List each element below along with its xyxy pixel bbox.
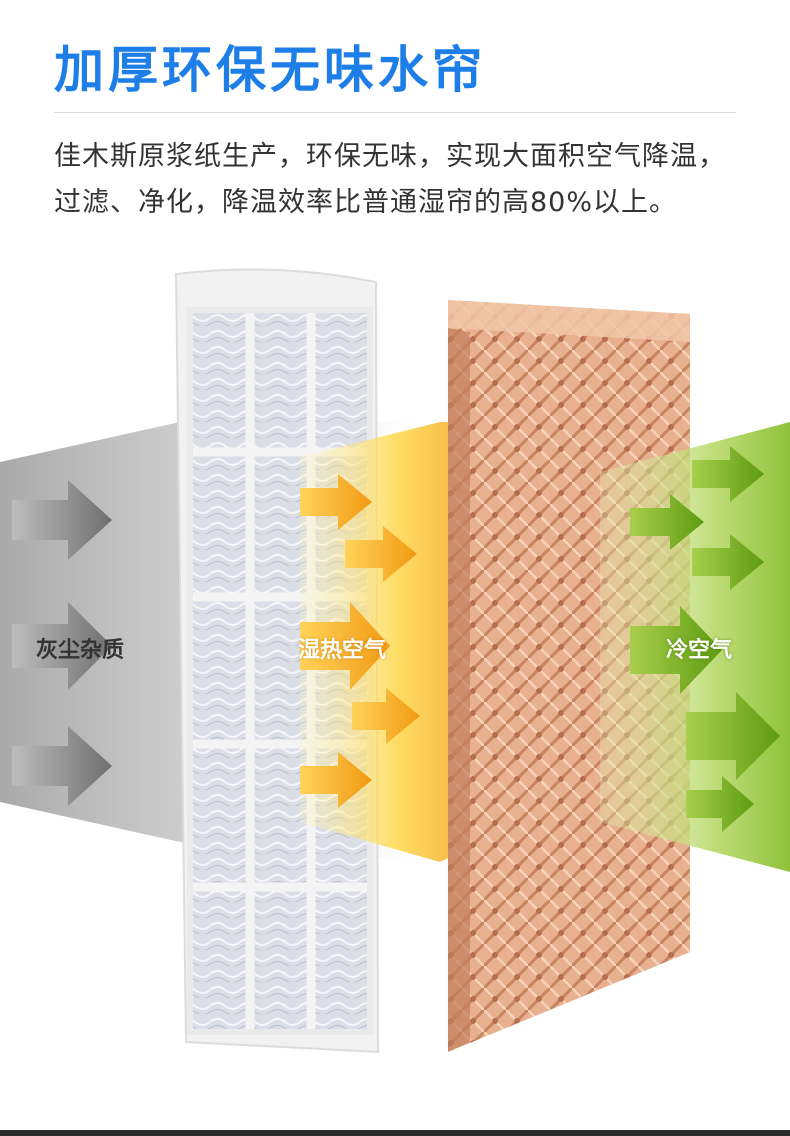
description-line-2: 过滤、净化，降温效率比普通湿帘的高80%以上。 bbox=[54, 187, 678, 218]
cold-air-arrow-icon-4 bbox=[630, 606, 722, 694]
description-line-1: 佳木斯原浆纸生产，环保无味，实现大面积空气降温， bbox=[54, 141, 726, 172]
hot-air-label: 湿热空气 bbox=[298, 638, 387, 663]
page-title: 加厚环保无味水帘 bbox=[54, 41, 486, 99]
hot-air-arrow-icon-1 bbox=[300, 474, 372, 530]
dust-arrow-icon-1 bbox=[12, 480, 112, 560]
cold-air-arrow-icon-3 bbox=[692, 534, 764, 590]
bottom-edge-bar bbox=[0, 1130, 790, 1136]
cold-air-arrow-icon-5 bbox=[686, 692, 780, 780]
airflow-illustration: 灰尘杂质 湿热空气 冷空气 bbox=[0, 262, 790, 1136]
cold-air-arrow-icon-6 bbox=[686, 776, 754, 832]
hot-air-arrow-icon-2 bbox=[345, 526, 417, 582]
cold-air-label: 冷空气 bbox=[666, 638, 733, 663]
cold-air-arrow-icon-2 bbox=[630, 494, 704, 550]
dust-label: 灰尘杂质 bbox=[36, 638, 125, 663]
hot-air-arrow-icon-4 bbox=[352, 688, 420, 744]
hot-air-arrow-icon-5 bbox=[300, 752, 372, 808]
dust-arrow-icon-2 bbox=[12, 602, 112, 690]
dust-arrow-icon-3 bbox=[12, 726, 112, 806]
hot-air-arrow-icon-3 bbox=[300, 602, 390, 690]
title-divider bbox=[54, 112, 736, 113]
airflow-diagram bbox=[0, 268, 790, 1054]
product-description: 佳木斯原浆纸生产，环保无味，实现大面积空气降温， 过滤、净化，降温效率比普通湿帘… bbox=[54, 134, 754, 226]
cold-air-arrow-icon-1 bbox=[692, 446, 764, 502]
